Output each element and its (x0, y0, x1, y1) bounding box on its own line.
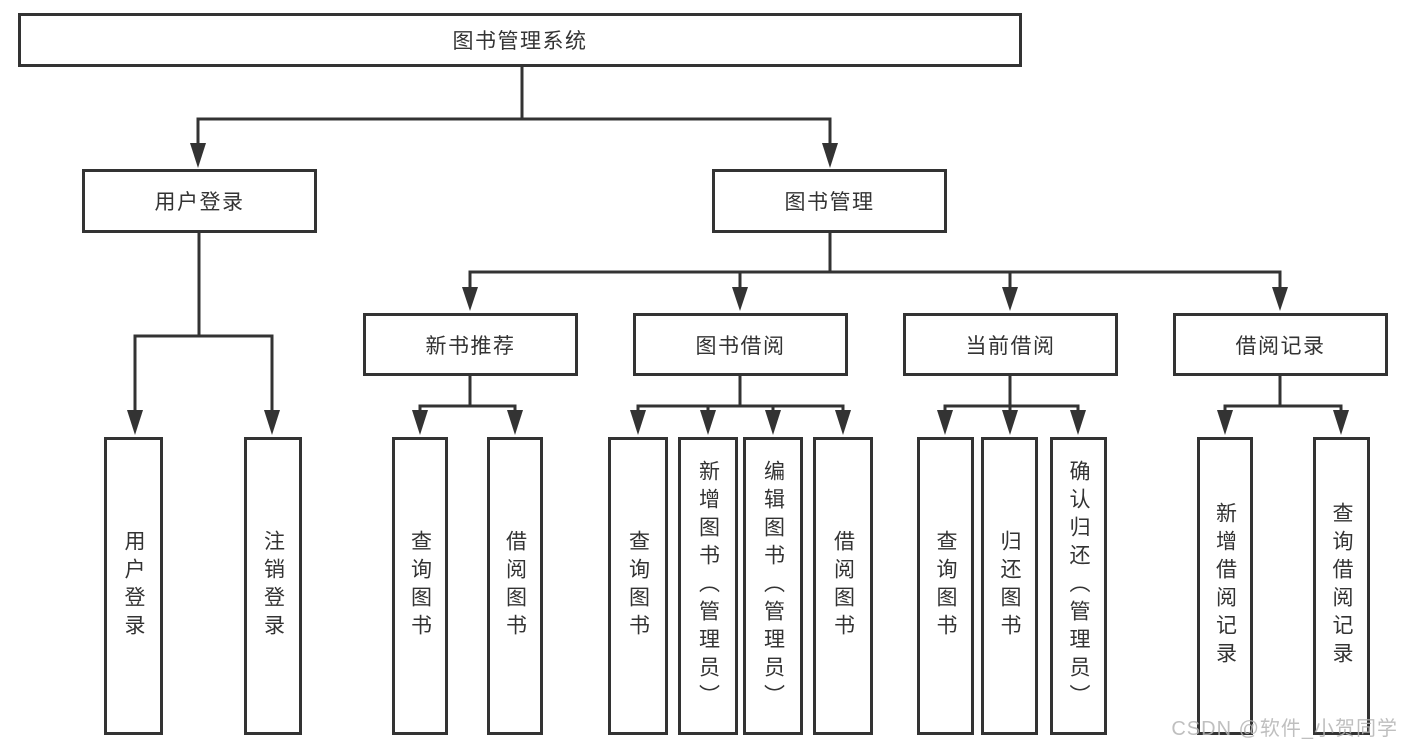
connector-book-mgmt (468, 231, 1282, 292)
node-book-mgmt-label: 图书管理 (784, 191, 875, 214)
watermark: CSDN @软件_小贺同学 (1171, 718, 1398, 740)
connector-record (1223, 374, 1343, 415)
leaf-add-borrow-record: 新增借阅记录 (1197, 437, 1253, 735)
arrowheads (127, 143, 1349, 435)
leaf-borrow-book-2: 借阅图书 (813, 437, 873, 735)
connector-root (196, 65, 832, 148)
node-new-book-recommend: 新书推荐 (363, 313, 578, 376)
leaf-query-book-1-label: 查询图书 (408, 530, 432, 642)
connector-current (943, 374, 1080, 415)
leaf-borrow-book-2-label: 借阅图书 (831, 530, 855, 642)
node-borrow-record-label: 借阅记录 (1235, 334, 1326, 358)
leaf-user-login-label: 用户登录 (122, 530, 145, 642)
leaf-logout: 注销登录 (244, 437, 302, 735)
node-book-mgmt: 图书管理 (712, 169, 947, 233)
leaf-query-book-3-label: 查询图书 (934, 530, 957, 642)
connector-new-book (418, 374, 517, 415)
leaf-user-login: 用户登录 (104, 437, 163, 735)
leaf-query-book-2: 查询图书 (608, 437, 668, 735)
node-current-borrow-label: 当前借阅 (965, 334, 1056, 358)
leaf-borrow-book-1: 借阅图书 (487, 437, 543, 735)
leaf-query-book-1: 查询图书 (392, 437, 448, 735)
leaf-query-book-3: 查询图书 (917, 437, 974, 735)
leaf-confirm-return-admin-label: 确认归还（管理员） (1067, 460, 1090, 712)
node-book-borrow: 图书借阅 (633, 313, 848, 376)
leaf-return-book-label: 归还图书 (998, 530, 1021, 642)
node-new-book-recommend-label: 新书推荐 (425, 334, 516, 358)
connector-borrow (636, 374, 845, 415)
leaf-edit-book-admin: 编辑图书（管理员） (743, 437, 803, 735)
node-root-label: 图书管理系统 (452, 30, 588, 53)
leaf-confirm-return-admin: 确认归还（管理员） (1050, 437, 1107, 735)
node-user-login: 用户登录 (82, 169, 317, 233)
leaf-borrow-book-1-label: 借阅图书 (503, 530, 527, 642)
leaf-add-book-admin: 新增图书（管理员） (678, 437, 738, 735)
node-root: 图书管理系统 (18, 13, 1022, 67)
leaf-query-borrow-record: 查询借阅记录 (1313, 437, 1370, 735)
leaf-query-borrow-record-label: 查询借阅记录 (1330, 502, 1353, 670)
leaf-add-book-admin-label: 新增图书（管理员） (696, 460, 720, 712)
leaf-return-book: 归还图书 (981, 437, 1038, 735)
node-borrow-record: 借阅记录 (1173, 313, 1388, 376)
connector-user-login (133, 231, 274, 415)
node-user-login-label: 用户登录 (154, 191, 245, 214)
node-current-borrow: 当前借阅 (903, 313, 1118, 376)
leaf-add-borrow-record-label: 新增借阅记录 (1213, 502, 1237, 670)
leaf-query-book-2-label: 查询图书 (626, 530, 650, 642)
node-book-borrow-label: 图书借阅 (695, 334, 786, 358)
leaf-logout-label: 注销登录 (261, 530, 285, 642)
leaf-edit-book-admin-label: 编辑图书（管理员） (761, 460, 785, 712)
